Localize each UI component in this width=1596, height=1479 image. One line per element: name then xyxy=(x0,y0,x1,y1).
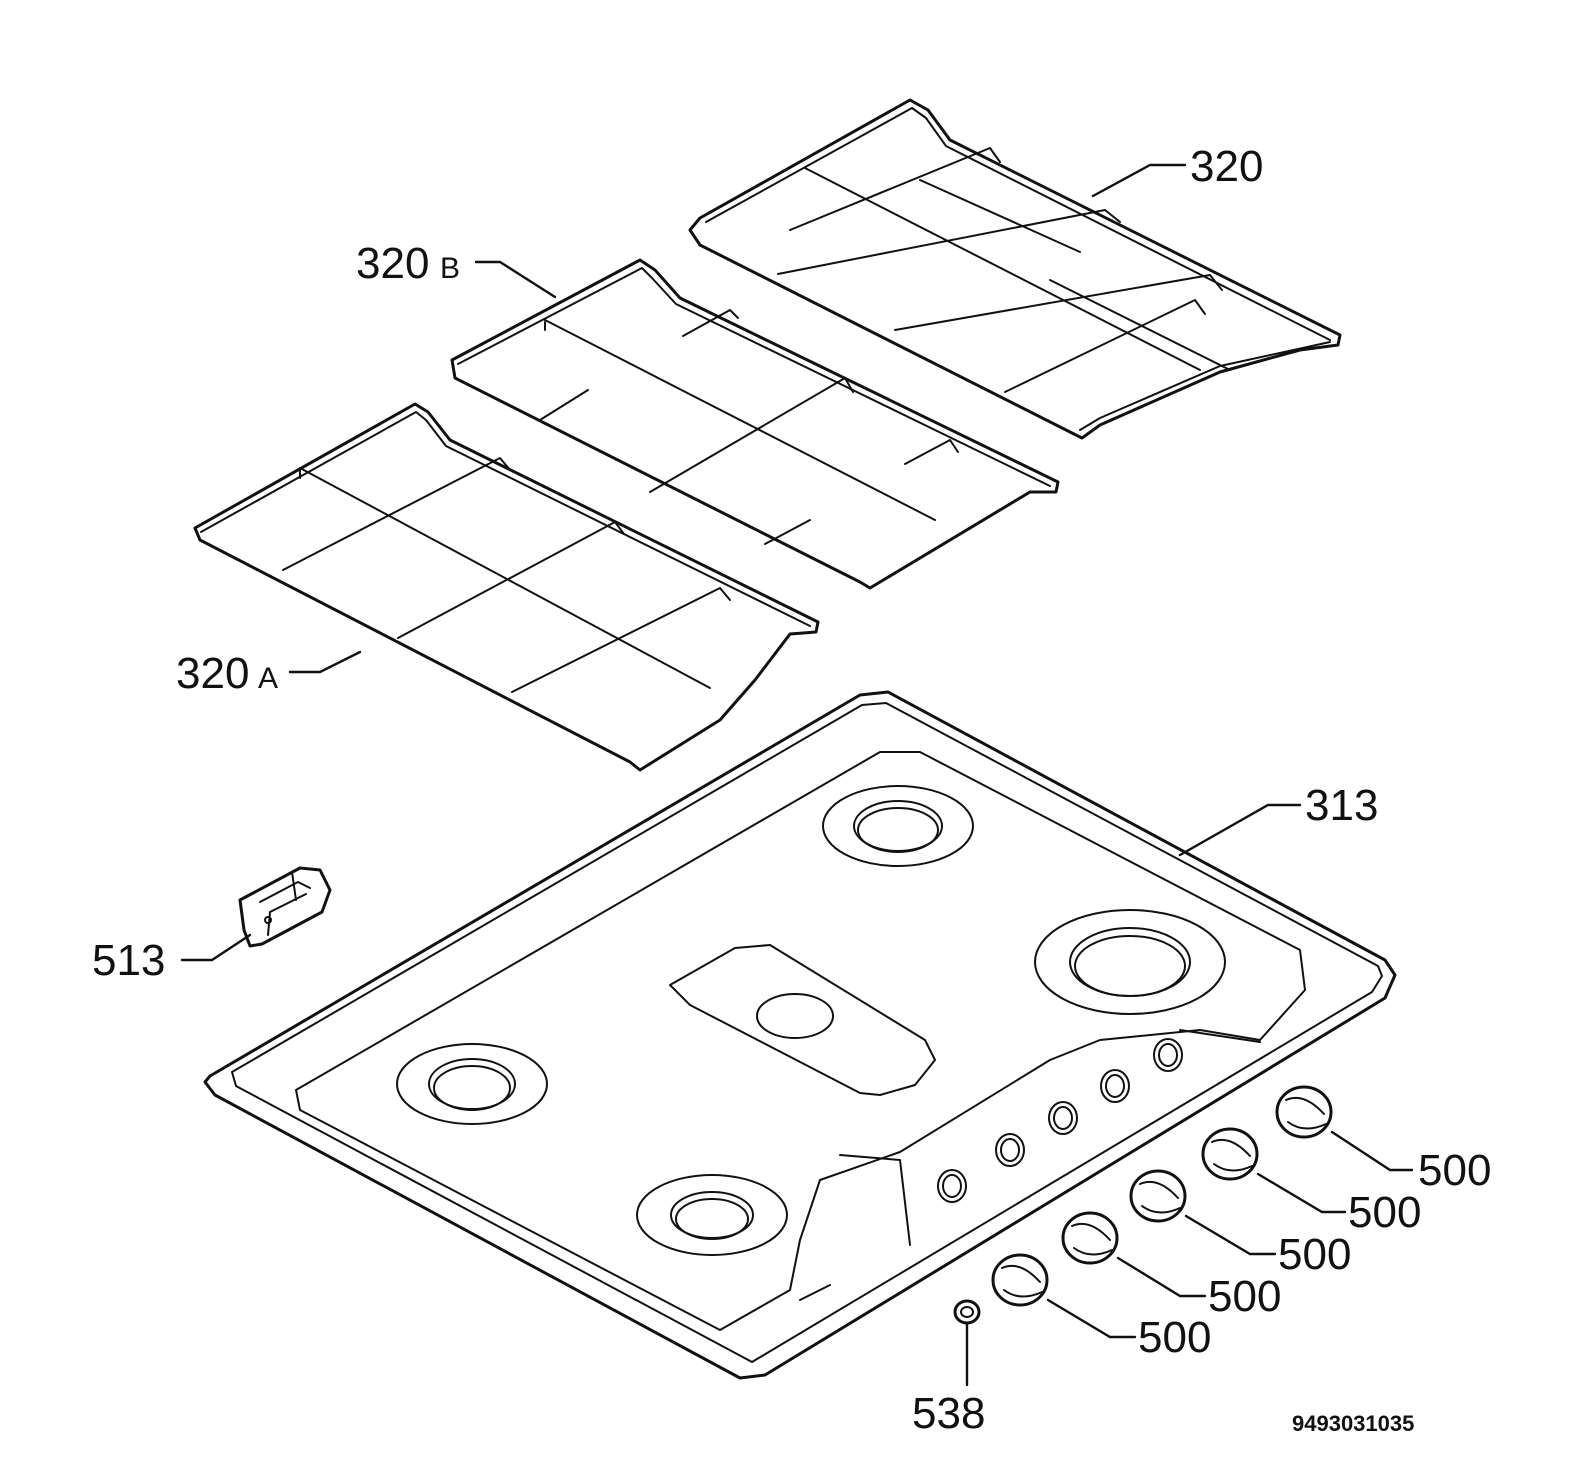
label-320a-number: 320 xyxy=(176,649,249,698)
pan-support-320b xyxy=(450,258,1060,590)
label-313: 313 xyxy=(1305,781,1378,830)
pan-support-320a xyxy=(193,402,820,772)
bracket-513 xyxy=(238,866,332,948)
knob-500-3 xyxy=(1129,1169,1187,1223)
pan-support-320 xyxy=(688,98,1342,440)
burner-front-left xyxy=(396,1043,548,1125)
knob-500-5 xyxy=(1275,1085,1333,1139)
label-320b-number: 320 xyxy=(356,239,429,288)
label-500-knob-3: 500 xyxy=(1278,1230,1351,1279)
knob-500-4 xyxy=(1201,1127,1259,1181)
hob-top-313 xyxy=(203,690,1397,1380)
leader-lines xyxy=(180,163,1414,1387)
label-500-knob-4: 500 xyxy=(1348,1188,1421,1237)
knob-500-2 xyxy=(1061,1211,1119,1265)
label-320a-suffix: A xyxy=(258,662,278,695)
label-320b-suffix: B xyxy=(440,252,460,285)
burner-center-fish xyxy=(669,944,936,1096)
document-number: 9493031035 xyxy=(1292,1411,1414,1436)
label-320: 320 xyxy=(1190,142,1263,191)
cap-538 xyxy=(953,1299,981,1325)
burner-rear-left xyxy=(822,785,974,867)
burner-rear-right xyxy=(1034,909,1226,1015)
control-knobs xyxy=(991,1085,1333,1307)
burner-front-right xyxy=(636,1174,788,1256)
label-500-knob-2: 500 xyxy=(1208,1272,1281,1321)
label-538: 538 xyxy=(912,1389,985,1438)
knob-500-1 xyxy=(991,1253,1049,1307)
label-500-knob-1: 500 xyxy=(1138,1313,1211,1362)
label-513: 513 xyxy=(92,936,165,985)
control-panel-holes xyxy=(937,1038,1183,1203)
label-500-knob-5: 500 xyxy=(1418,1146,1491,1195)
